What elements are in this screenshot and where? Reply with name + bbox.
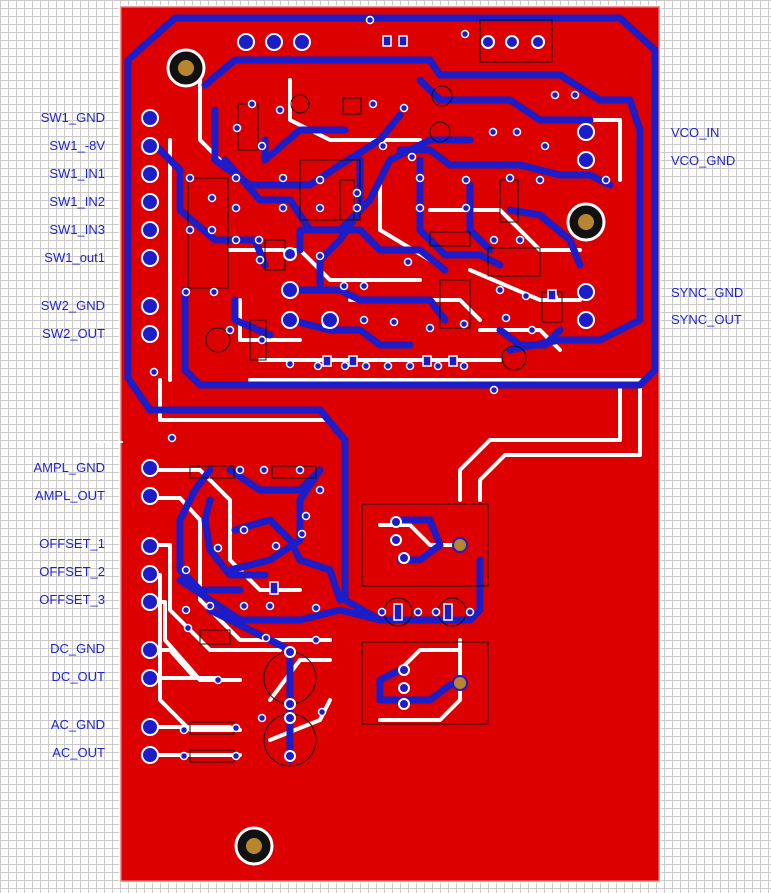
trimmer-pads <box>452 537 468 691</box>
pin-label-sync-gnd: SYNC_GND <box>671 285 744 300</box>
pin-label-vco-in: VCO_IN <box>671 125 720 140</box>
pin-label-sw1-out1: SW1_out1 <box>44 250 105 265</box>
ic-pads <box>269 35 557 621</box>
pin-label-sw2-gnd: SW2_GND <box>40 298 105 313</box>
pin-label-offset-2: OFFSET_2 <box>39 564 105 579</box>
vias <box>149 15 611 761</box>
pin-label-ampl-out: AMPL_OUT <box>34 488 105 503</box>
pin-label-sw1-gnd: SW1_GND <box>40 110 105 125</box>
pin-label-sync-out: SYNC_OUT <box>671 312 742 327</box>
pin-label-offset-1: OFFSET_1 <box>39 536 105 551</box>
pin-label-dc-out: DC_OUT <box>51 669 105 684</box>
pin-label-ac-gnd: AC_GND <box>50 717 105 732</box>
pin-label-sw1-in3: SW1_IN3 <box>49 222 105 237</box>
pin-label-offset-3: OFFSET_3 <box>39 592 105 607</box>
pin-label-dc-gnd: DC_GND <box>50 641 105 656</box>
pin-label-vco-gnd: VCO_GND <box>671 153 736 168</box>
pin-label-sw1-8v: SW1_-8V <box>49 138 105 153</box>
pin-label-sw1-in1: SW1_IN1 <box>49 166 105 181</box>
pin-label-ampl-gnd: AMPL_GND <box>33 460 105 475</box>
pin-label-sw2-out: SW2_OUT <box>42 326 105 341</box>
mounting-holes <box>166 48 606 866</box>
pin-label-sw1-in2: SW1_IN2 <box>49 194 105 209</box>
header-pads <box>141 33 595 764</box>
pin-label-ac-out: AC_OUT <box>52 745 105 760</box>
